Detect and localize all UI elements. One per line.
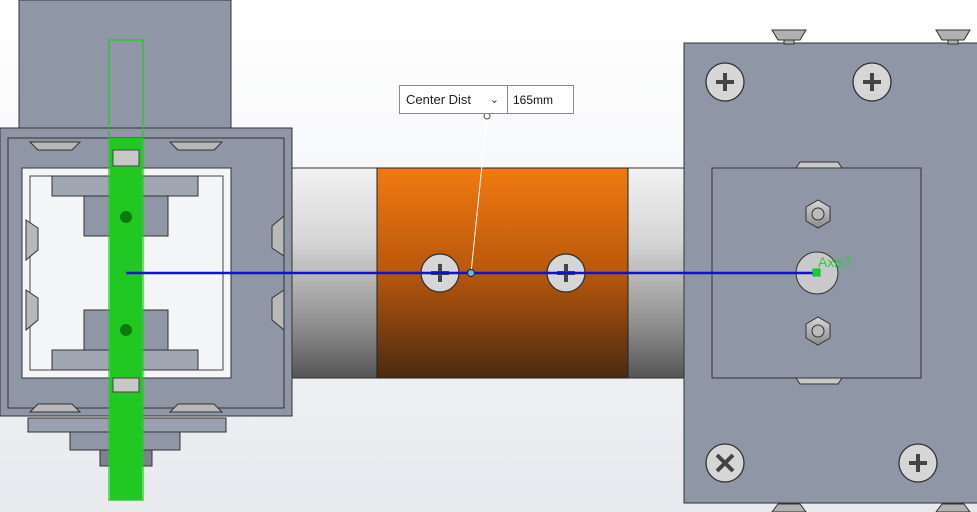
- top-bracket-plate: [18, 0, 232, 133]
- dimension-value[interactable]: 165mm: [513, 92, 554, 107]
- leader-anchor: [467, 269, 475, 277]
- axis-endpoint-marker: [812, 268, 821, 277]
- selected-shaft: [108, 39, 144, 501]
- chevron-down-icon[interactable]: ⌄: [489, 94, 499, 106]
- frame-screws: [25, 141, 285, 413]
- edge-screws: [771, 29, 971, 512]
- dimension-leader: [470, 115, 488, 274]
- dimension-type-dropdown[interactable]: Center Dist ⌄: [400, 86, 508, 113]
- plate-screws: [705, 62, 938, 483]
- dimension-callout[interactable]: Center Dist ⌄ 165mm: [399, 85, 574, 114]
- dimension-type-label: Center Dist: [406, 92, 472, 107]
- axis-label: Axis7: [818, 254, 853, 270]
